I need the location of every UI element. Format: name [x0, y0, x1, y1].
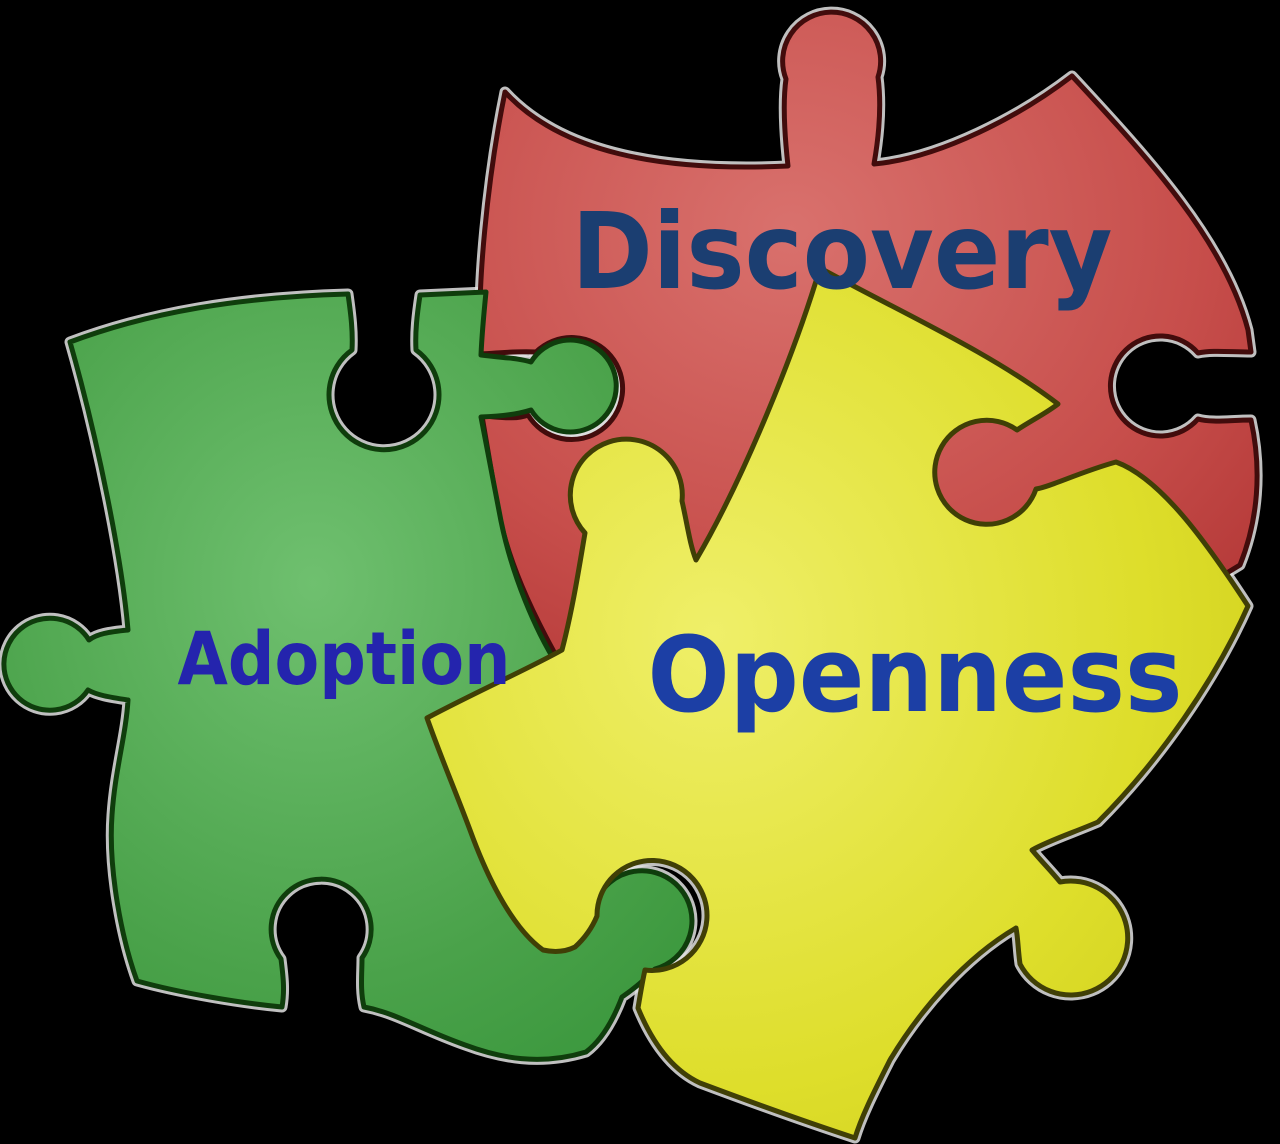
puzzle-label-discovery: Discovery [572, 191, 1113, 313]
puzzle-label-adoption: Adoption [178, 617, 511, 702]
puzzle-label-openness: Openness [648, 614, 1183, 736]
